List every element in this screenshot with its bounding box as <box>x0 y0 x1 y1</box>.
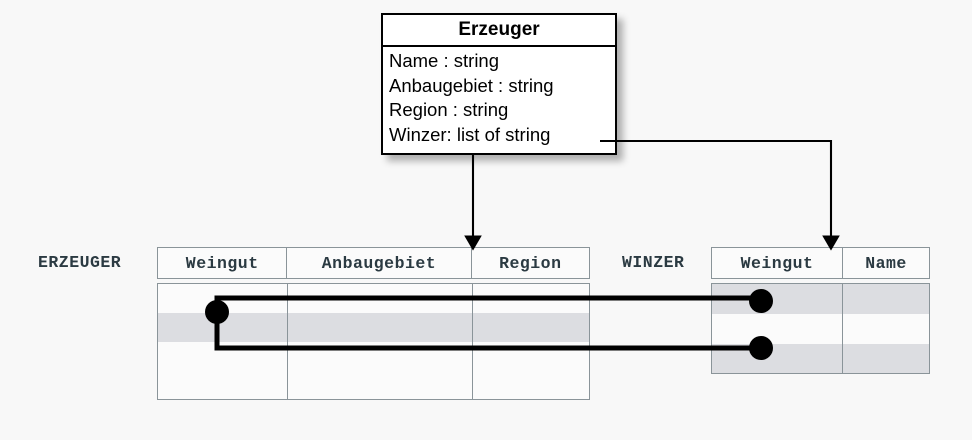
table-body-winzer <box>711 283 930 374</box>
column-header-weingut: Weingut <box>158 248 288 278</box>
column-header-anbaugebiet: Anbaugebiet <box>287 248 472 278</box>
table-cell <box>843 344 929 373</box>
table-cell <box>288 371 473 399</box>
table-cell <box>473 342 589 371</box>
table-row[interactable] <box>158 284 589 313</box>
table-cell <box>158 313 288 342</box>
column-header-name: Name <box>865 253 907 273</box>
table-label-erzeuger: ERZEUGER <box>38 253 122 272</box>
mapping-arrow-winzer <box>600 139 840 251</box>
table-row[interactable] <box>712 344 929 373</box>
uml-class-name: Erzeuger <box>383 15 615 47</box>
uml-attribute-name: Name : string <box>389 50 500 71</box>
table-header-winzer: Weingut Name <box>711 247 930 279</box>
table-cell <box>843 284 929 314</box>
table-cell <box>473 313 589 342</box>
table-cell <box>712 344 843 373</box>
uml-class-box-erzeuger: Erzeuger Name : string Anbaugebiet : str… <box>381 13 617 155</box>
column-header-region: Region <box>499 253 562 273</box>
table-cell <box>158 342 288 371</box>
table-cell <box>712 284 843 314</box>
table-row[interactable] <box>158 313 589 342</box>
table-cell <box>158 371 288 399</box>
table-body-erzeuger <box>157 283 590 400</box>
table-row[interactable] <box>712 314 929 344</box>
column-header-weingut: Weingut <box>712 248 843 278</box>
table-cell <box>712 314 843 344</box>
uml-attribute-anbaugebiet: Anbaugebiet : string <box>389 74 554 96</box>
table-cell <box>288 342 473 371</box>
table-row[interactable] <box>158 342 589 371</box>
uml-attribute-region: Region : string <box>389 99 509 120</box>
table-label-winzer: WINZER <box>622 253 685 272</box>
table-cell <box>288 313 473 342</box>
table-cell <box>288 284 473 313</box>
table-row[interactable] <box>712 284 929 314</box>
table-cell <box>473 371 589 399</box>
table-cell <box>843 314 929 344</box>
table-cell <box>158 284 288 313</box>
table-header-erzeuger: Weingut Anbaugebiet Region <box>157 247 590 279</box>
table-cell <box>473 284 589 313</box>
uml-attribute-winzer: Winzer: list of string <box>389 123 551 145</box>
uml-attribute-list: Name : string Anbaugebiet : string Regio… <box>383 47 615 147</box>
table-row[interactable] <box>158 371 589 399</box>
